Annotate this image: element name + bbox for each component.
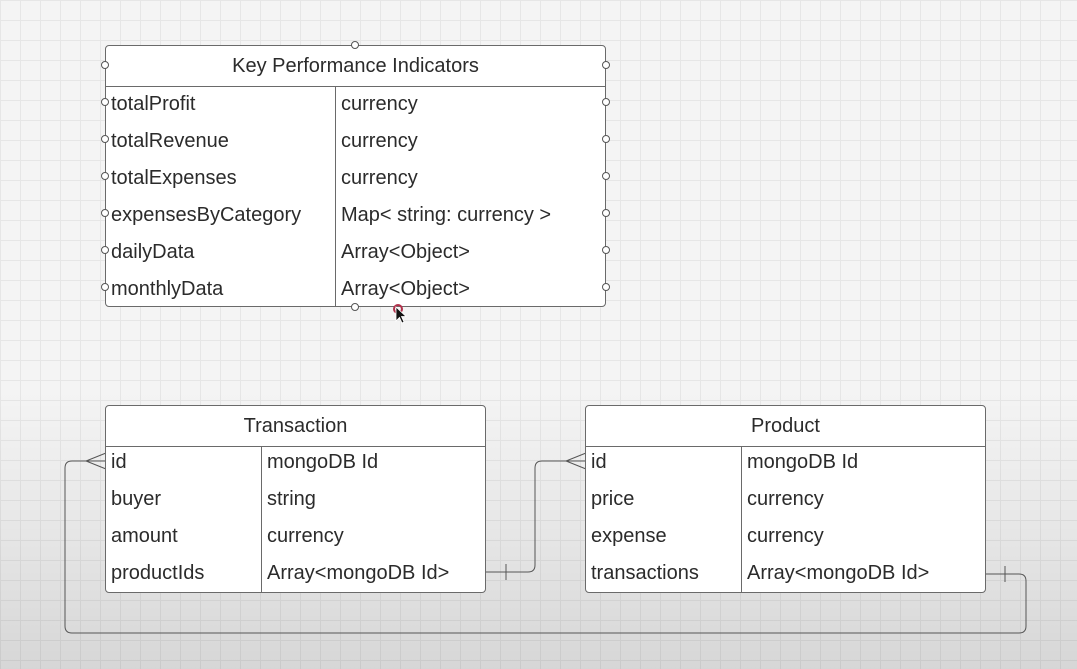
field-name: expensesByCategory	[111, 204, 302, 226]
field-name: price	[591, 488, 635, 510]
transaction-id-crowfoot	[84, 452, 107, 470]
transactions-to-transaction-id-line	[64, 460, 1027, 634]
product-entity-title: Product	[586, 406, 985, 447]
kpi-column-divider	[335, 86, 336, 306]
connection-point[interactable]	[101, 61, 109, 69]
field-name: monthlyData	[111, 278, 224, 300]
connection-point[interactable]	[602, 98, 610, 106]
connection-point[interactable]	[101, 172, 109, 180]
field-name: buyer	[111, 488, 162, 510]
table-row[interactable]: totalExpenses currency	[106, 160, 605, 197]
table-row[interactable]: totalRevenue currency	[106, 123, 605, 160]
connection-point[interactable]	[602, 246, 610, 254]
table-row[interactable]: monthlyData Array<Object>	[106, 271, 605, 308]
table-row[interactable]: expense currency	[586, 518, 985, 555]
transaction-entity[interactable]: Transaction id mongoDB Id buyer string a…	[105, 405, 486, 593]
connection-point[interactable]	[101, 246, 109, 254]
field-type: currency	[341, 167, 418, 189]
table-row[interactable]: buyer string	[106, 481, 485, 518]
field-name: id	[111, 451, 127, 473]
connection-point[interactable]	[101, 135, 109, 143]
kpi-entity[interactable]: Key Performance Indicators totalProfit c…	[105, 45, 606, 307]
table-row[interactable]: price currency	[586, 481, 985, 518]
field-type: string	[267, 488, 316, 510]
field-name: totalExpenses	[111, 167, 237, 189]
connection-point[interactable]	[101, 209, 109, 217]
connection-point[interactable]	[602, 61, 610, 69]
connection-point[interactable]	[101, 283, 109, 291]
field-type: currency	[341, 93, 418, 115]
field-type: Array<mongoDB Id>	[747, 562, 930, 584]
connection-point[interactable]	[351, 303, 359, 311]
transaction-entity-title: Transaction	[106, 406, 485, 447]
table-row[interactable]: id mongoDB Id	[106, 444, 485, 481]
connection-point[interactable]	[351, 41, 359, 49]
product-id-crowfoot	[564, 452, 587, 470]
field-name: totalRevenue	[111, 130, 229, 152]
field-name: totalProfit	[111, 93, 196, 115]
product-column-divider	[741, 446, 742, 592]
table-row[interactable]: transactions Array<mongoDB Id>	[586, 555, 985, 592]
field-type: Array<Object>	[341, 278, 470, 300]
mouse-cursor-icon	[393, 304, 408, 324]
product-entity[interactable]: Product id mongoDB Id price currency exp…	[585, 405, 986, 593]
connection-point[interactable]	[602, 172, 610, 180]
field-type: mongoDB Id	[267, 451, 379, 473]
field-name: dailyData	[111, 241, 195, 263]
connection-point[interactable]	[101, 98, 109, 106]
field-type: currency	[341, 130, 418, 152]
field-type: Array<mongoDB Id>	[267, 562, 450, 584]
field-type: currency	[747, 488, 824, 510]
table-row[interactable]: productIds Array<mongoDB Id>	[106, 555, 485, 592]
field-name: amount	[111, 525, 178, 547]
connection-point[interactable]	[602, 209, 610, 217]
table-row[interactable]: expensesByCategory Map< string: currency…	[106, 197, 605, 234]
field-type: Array<Object>	[341, 241, 470, 263]
field-type: currency	[747, 525, 824, 547]
field-name: transactions	[591, 562, 699, 584]
table-row[interactable]: amount currency	[106, 518, 485, 555]
table-row[interactable]: id mongoDB Id	[586, 444, 985, 481]
connection-point[interactable]	[602, 283, 610, 291]
productids-to-product-id-line	[486, 460, 586, 573]
field-type: Map< string: currency >	[341, 204, 552, 226]
table-row[interactable]: dailyData Array<Object>	[106, 234, 605, 271]
field-name: productIds	[111, 562, 205, 584]
kpi-entity-title: Key Performance Indicators	[106, 46, 605, 87]
field-type: mongoDB Id	[747, 451, 859, 473]
field-name: id	[591, 451, 607, 473]
connection-point[interactable]	[602, 135, 610, 143]
table-row[interactable]: totalProfit currency	[106, 86, 605, 123]
field-name: expense	[591, 525, 667, 547]
field-type: currency	[267, 525, 344, 547]
transaction-column-divider	[261, 446, 262, 592]
